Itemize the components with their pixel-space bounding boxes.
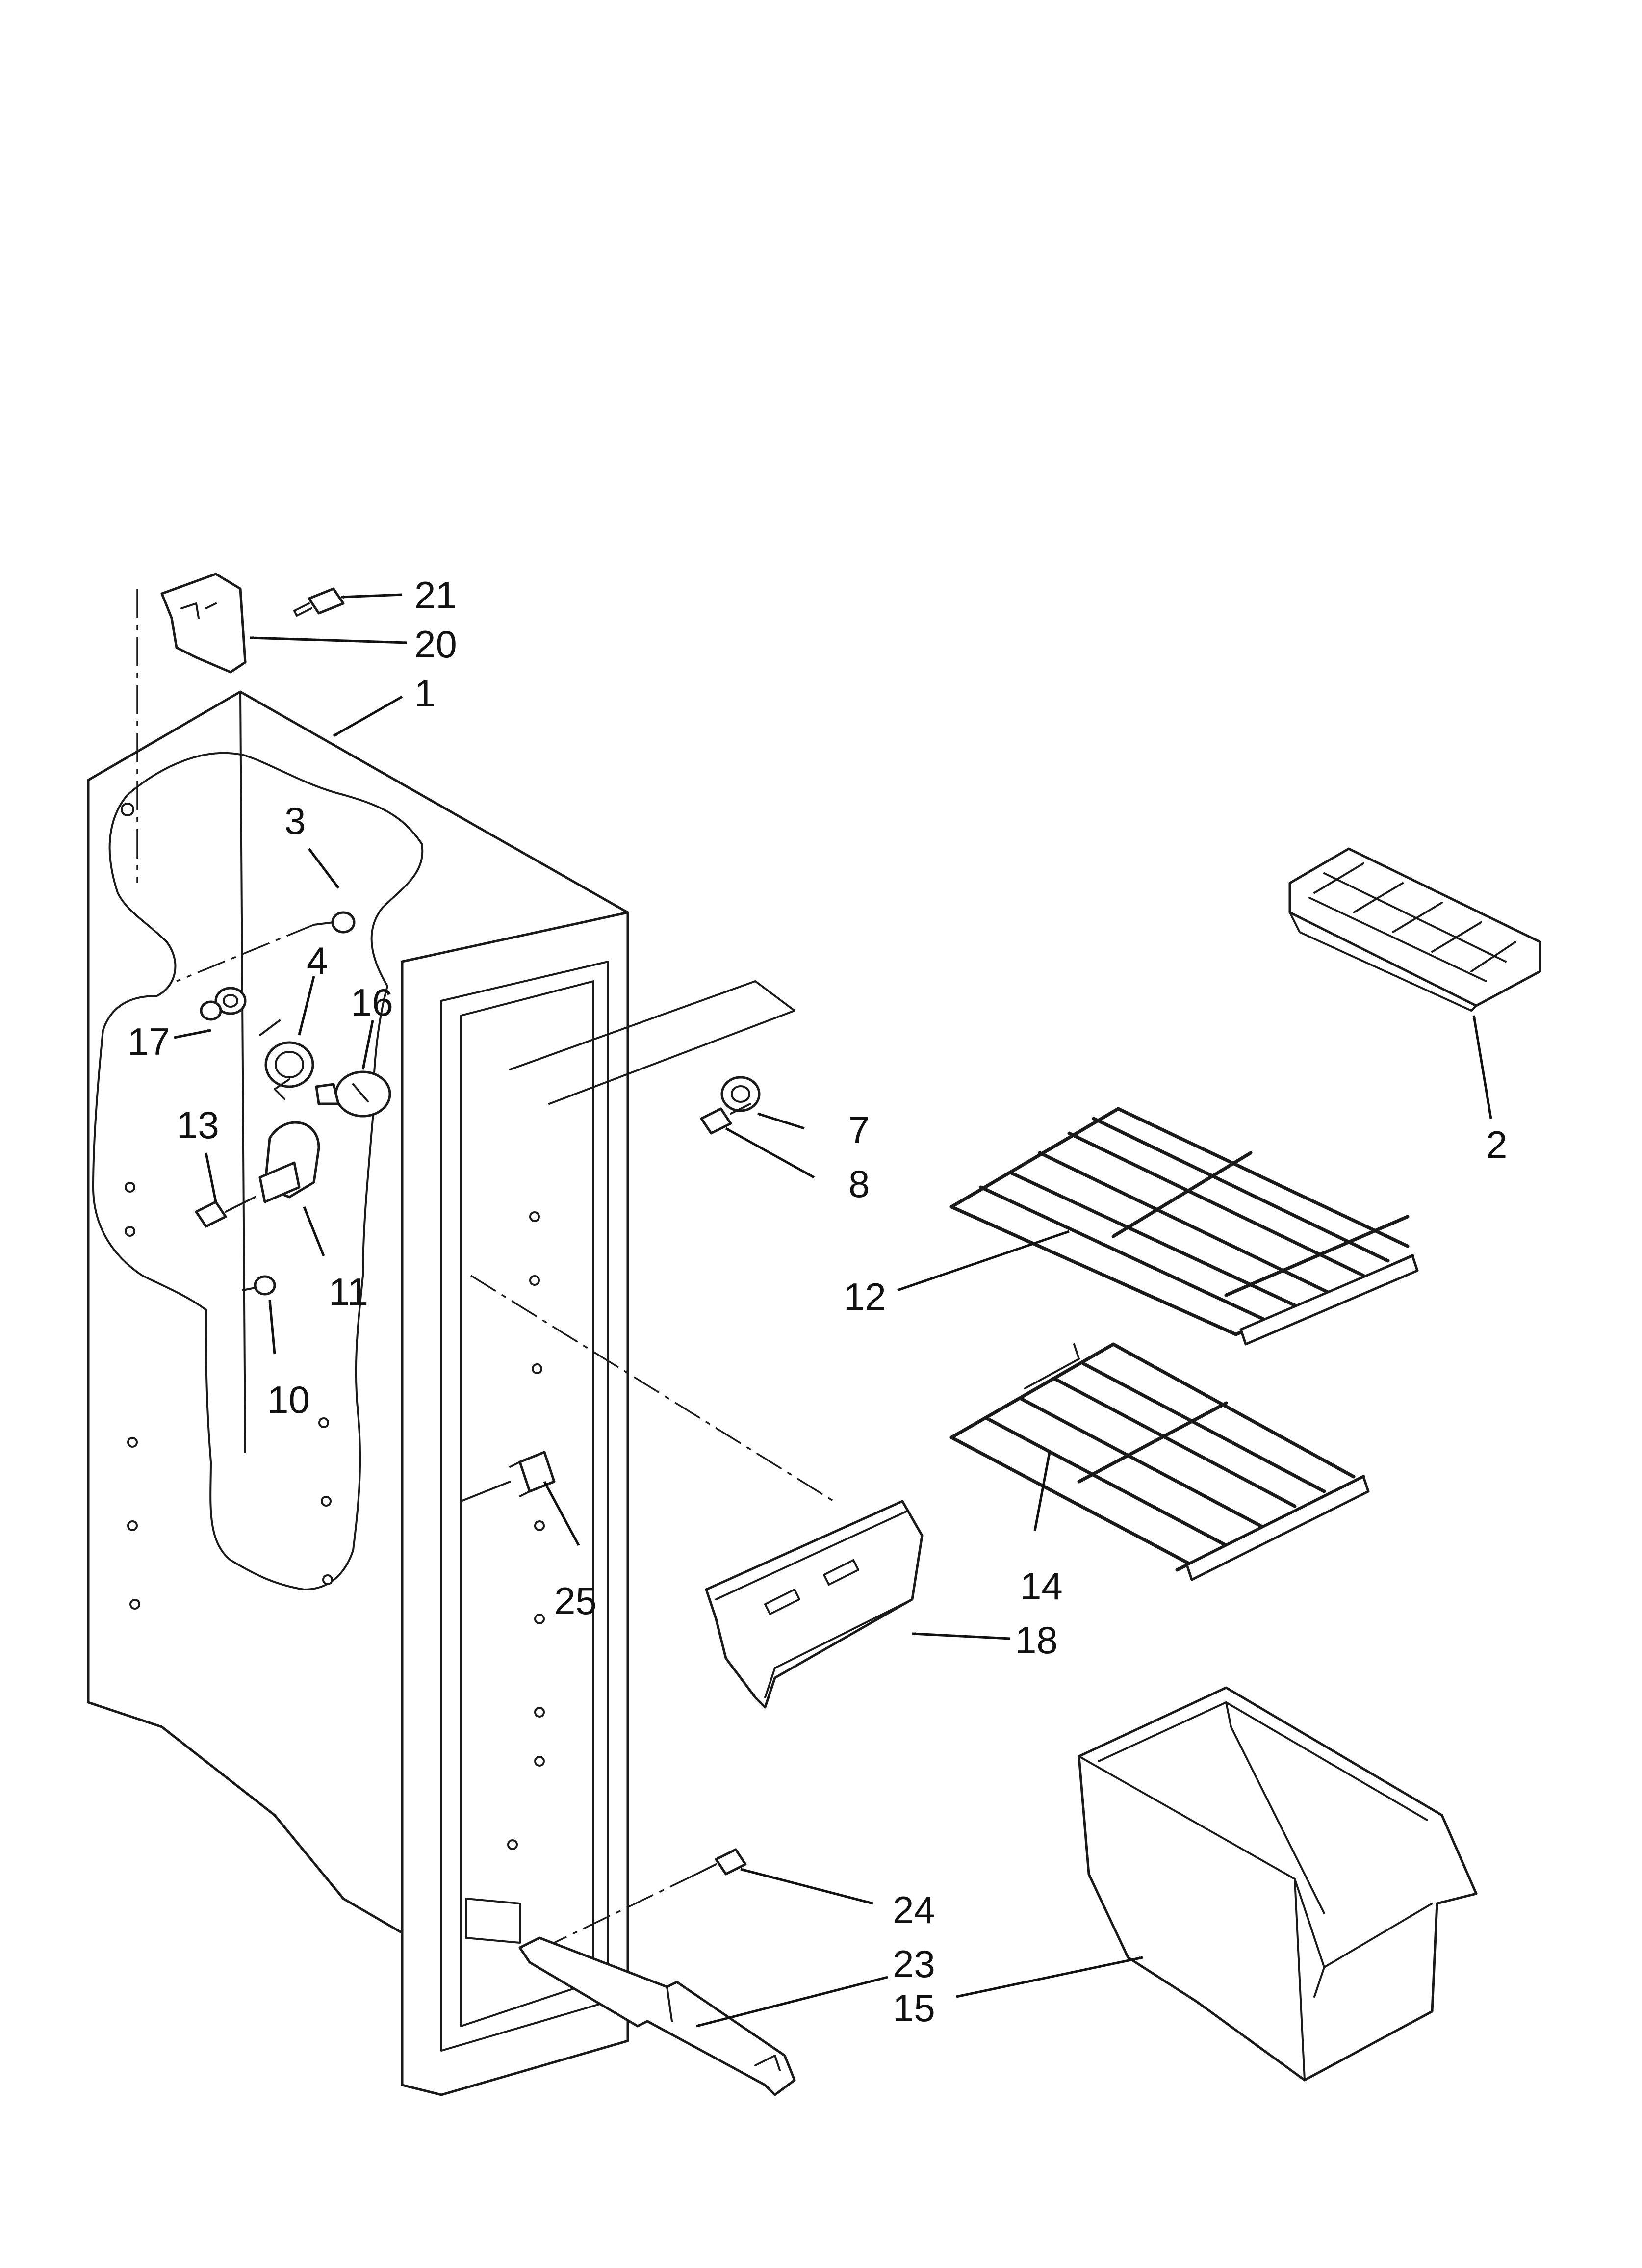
callout-3: 3 — [284, 799, 306, 842]
socket-11 — [258, 1121, 320, 1203]
callout-4: 4 — [307, 939, 328, 982]
shelf-support — [705, 1500, 924, 1709]
leaders — [174, 593, 1492, 2028]
control-4 — [259, 1019, 314, 1088]
light-bulb-16 — [315, 1070, 391, 1118]
screw-8 — [700, 1103, 751, 1135]
callout-8: 8 — [848, 1162, 870, 1205]
callout-14: 14 — [1020, 1564, 1063, 1608]
callout-12: 12 — [844, 1275, 886, 1318]
callout-11: 11 — [329, 1270, 368, 1313]
spacer-7 — [720, 1076, 761, 1112]
wire-shelf-lower — [949, 1342, 1370, 1581]
callout-18: 18 — [1015, 1618, 1058, 1662]
callout-15: 15 — [893, 1986, 935, 2030]
screw-10 — [242, 1275, 276, 1296]
screw-24 — [695, 1848, 747, 1876]
freezer-liner — [87, 690, 629, 2096]
plane-bracket — [509, 980, 795, 1105]
callout-20: 20 — [414, 623, 457, 666]
callout-13: 13 — [177, 1103, 219, 1147]
callout-16: 16 — [351, 981, 393, 1024]
callout-10: 10 — [267, 1378, 310, 1421]
slide-rail-23 — [518, 1936, 796, 2096]
callout-23: 23 — [893, 1942, 935, 1985]
screw-3 — [313, 911, 356, 934]
knob-17 — [200, 987, 247, 1021]
callout-21: 21 — [414, 574, 457, 617]
callout-24: 24 — [893, 1888, 935, 1931]
callout-1: 1 — [414, 672, 436, 715]
wire-shelf-upper — [949, 1107, 1419, 1346]
control-housing — [160, 573, 247, 674]
screw-13 — [195, 1196, 256, 1228]
callouts: 21 20 1 3 4 16 17 13 11 10 7 8 2 12 14 1… — [128, 574, 1507, 2030]
screw-21 — [293, 587, 345, 617]
callout-25: 25 — [554, 1579, 597, 1622]
callout-17: 17 — [128, 1020, 170, 1063]
ice-bin — [1078, 1686, 1478, 2082]
callout-2: 2 — [1486, 1123, 1507, 1166]
ice-tray — [1288, 847, 1541, 1012]
callout-7: 7 — [848, 1108, 870, 1151]
